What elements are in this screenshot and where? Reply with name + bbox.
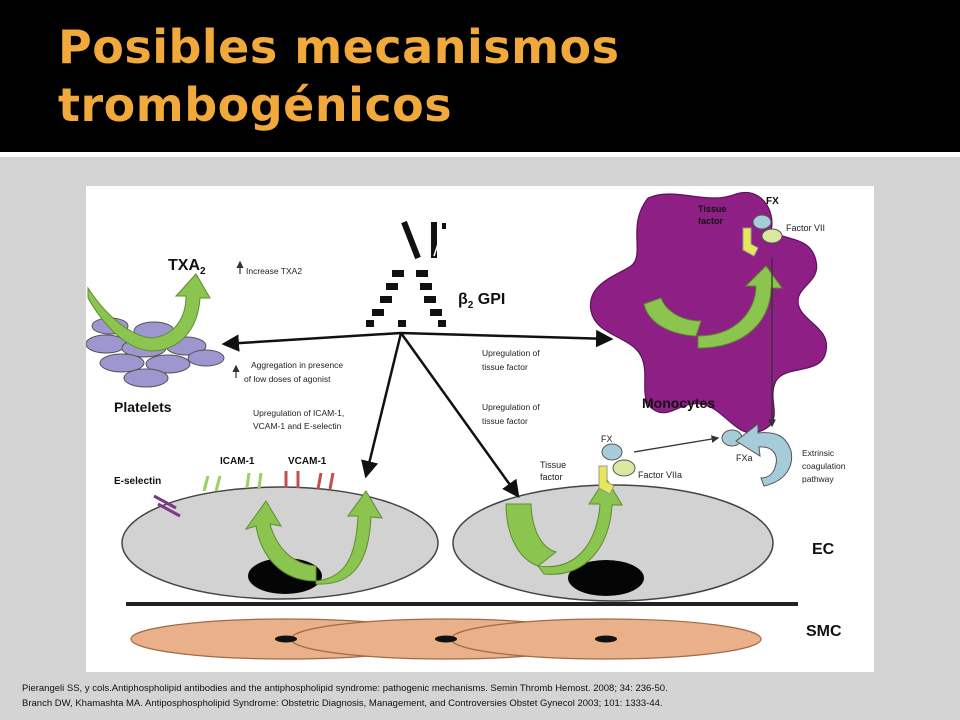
slide-title-line1: Posibles mecanismos [58,20,620,74]
ec-fx-molecule [601,443,623,461]
mechanism-arrows [221,329,614,499]
ec-nucleus [568,560,644,596]
ec-left-signal-arrow-2 [315,490,383,585]
vcam1-label: VCAM-1 [288,456,327,467]
icam1-receptors [202,472,263,492]
beta2-gpi-label: β2 GPI [458,291,505,311]
reference-2: Branch DW, Khamashta MA. Antiposphosphol… [22,698,663,709]
e-selectin-receptors [153,494,181,518]
endothelial-cells [121,484,774,602]
icam1-label: ICAM-1 [220,456,255,467]
mono-fx-label: FX [766,196,779,207]
e-selectin-label: E-selectin [114,476,161,487]
beta2-gpi-antibody [366,220,446,327]
vcam1-receptors [284,471,335,490]
extrinsic-pathway-arrow [735,422,793,487]
aggregation-label-line2: of low doses of agonist [244,374,331,384]
tf-upregulation-1-line1: Upregulation of [482,348,540,358]
ec-factor7a-label: Factor VIIa [638,470,682,480]
arrow-to-monocytes [400,329,614,348]
mono-tissue-factor-line2: factor [698,216,724,226]
extrinsic-line2: coagulation [802,461,846,471]
monocytes-label: Monocytes [642,395,715,411]
references: Pierangeli SS, y cols.Antiphospholipid a… [22,681,668,711]
extrinsic-line3: pathway [802,474,834,484]
icam-upregulation-line2: VCAM-1 and E-selectin [253,421,342,431]
ec-tissue-factor-line1: Tissue [540,460,566,470]
increase-txa2-label: Increase TXA2 [246,266,302,276]
mono-factor7-label: Factor VII [786,223,825,233]
icam-upregulation-line1: Upregulation of ICAM-1, [253,408,344,418]
extrinsic-line1: Extrinsic [802,448,835,458]
monocyte-tissue-factor [742,227,759,257]
tf-upregulation-1-line2: tissue factor [482,362,528,372]
tf-upregulation-2-line2: tissue factor [482,416,528,426]
slide-title: Posibles mecanismos trombogénicos [58,18,620,134]
fx-to-fxa-arrow [633,435,720,453]
aggregation-label-line1: Aggregation in presence [251,360,343,370]
ec-right-signal-arrow [505,503,558,567]
smooth-muscle-cells [130,618,762,660]
ec-fx-label: FX [601,434,613,444]
title-bar: Posibles mecanismos trombogénicos [0,0,960,152]
ec-left-signal-arrow [244,500,317,582]
platelets-label: Platelets [114,399,172,415]
arrow-to-ec-right [399,332,520,499]
monocyte-factor7-molecule [761,228,783,244]
fxa-label: FXa [736,453,753,463]
smc-nucleus [595,635,617,643]
mono-tissue-factor-line1: Tissue [698,204,726,214]
mechanism-diagram: TXA2 Increase TXA2 β2 GPI Aggregation in… [86,186,874,672]
monocyte-fx-molecule [752,214,772,230]
ec-factor7a-molecule [612,459,636,477]
fxa-molecule [721,429,743,447]
arrow-to-platelets [221,331,402,352]
smc-nucleus [435,635,457,643]
monocyte-signal-arrow [643,297,702,337]
monocyte-signal-arrow-2 [697,265,783,349]
platelets-cluster [86,317,225,388]
ec-right-signal-arrow-2 [536,477,623,575]
platelet-signal-arrow [87,273,211,352]
reference-1: Pierangeli SS, y cols.Antiphospholipid a… [22,683,668,694]
slide-title-line2: trombogénicos [58,78,453,132]
ec-tissue-factor [598,465,615,495]
smc-nucleus [275,635,297,643]
mechanism-diagram-svg: TXA2 Increase TXA2 β2 GPI Aggregation in… [86,191,846,660]
txa2-label: TXA2 [168,257,206,277]
ec-tissue-factor-line2: factor [540,472,563,482]
title-divider [0,152,960,157]
arrow-to-ec-left [361,332,403,479]
ec-label: EC [812,541,835,558]
smc-label: SMC [806,623,842,640]
tf-upregulation-2-line1: Upregulation of [482,402,540,412]
